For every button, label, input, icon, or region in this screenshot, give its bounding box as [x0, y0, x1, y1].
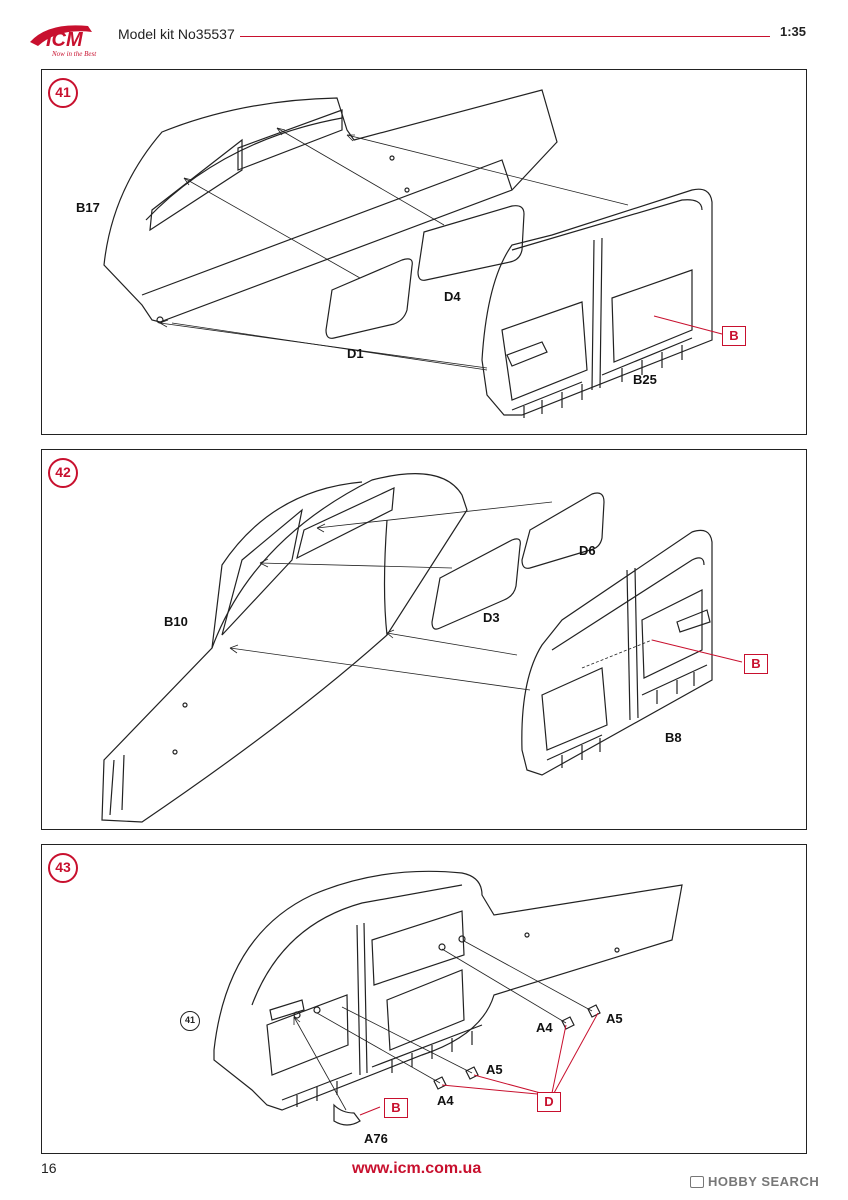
svg-text:ICM: ICM — [46, 29, 84, 51]
part-b10-label: B10 — [164, 614, 188, 629]
watermark-icon — [690, 1176, 704, 1188]
part-b17-label: B17 — [76, 200, 100, 215]
part-b8-label: B8 — [665, 730, 682, 745]
ref-step-41: 41 — [180, 1011, 200, 1031]
step-41-drawing — [103, 89, 723, 418]
step-42-drawing — [101, 473, 743, 823]
part-a4-center-label: A4 — [437, 1093, 454, 1108]
step-43-badge: 43 — [48, 853, 78, 883]
ref-box-b: B — [722, 326, 746, 346]
page-header: ICM Now in the Best Model kit No35537 1:… — [0, 0, 848, 66]
header-rule — [240, 36, 770, 37]
part-d1-label: D1 — [347, 346, 364, 361]
ref-box-b: B — [744, 654, 768, 674]
part-a76-label: A76 — [364, 1131, 388, 1146]
ref-box-b: B — [384, 1098, 408, 1118]
part-d4-label: D4 — [444, 289, 461, 304]
step-43-panel: 43 41 A4 A5 A5 A4 A76 B D — [41, 844, 807, 1154]
brand-tagline: Now in the Best — [52, 50, 97, 58]
part-b25-label: B25 — [633, 372, 657, 387]
website-link[interactable]: www.icm.com.ua — [352, 1160, 482, 1177]
icm-logo: ICM Now in the Best — [28, 16, 108, 64]
scale-label: 1:35 — [780, 24, 807, 39]
part-a5-center-label: A5 — [486, 1062, 503, 1077]
part-d6-label: D6 — [579, 543, 596, 558]
part-a5-right-label: A5 — [606, 1011, 623, 1026]
kit-number: Model kit No35537 — [118, 26, 235, 42]
step-42-panel: 42 B10 D6 D3 B8 B — [41, 449, 807, 830]
part-d3-label: D3 — [483, 610, 500, 625]
step-43-drawing — [213, 870, 683, 1126]
watermark: HOBBY SEARCH — [690, 1174, 819, 1189]
ref-box-d: D — [537, 1092, 561, 1112]
step-41-panel: 41 B17 D4 D1 B25 B — [41, 69, 807, 435]
step-41-badge: 41 — [48, 78, 78, 108]
part-a4-right-label: A4 — [536, 1020, 553, 1035]
watermark-text: HOBBY SEARCH — [708, 1174, 820, 1189]
page-number: 16 — [41, 1160, 57, 1176]
step-42-badge: 42 — [48, 458, 78, 488]
